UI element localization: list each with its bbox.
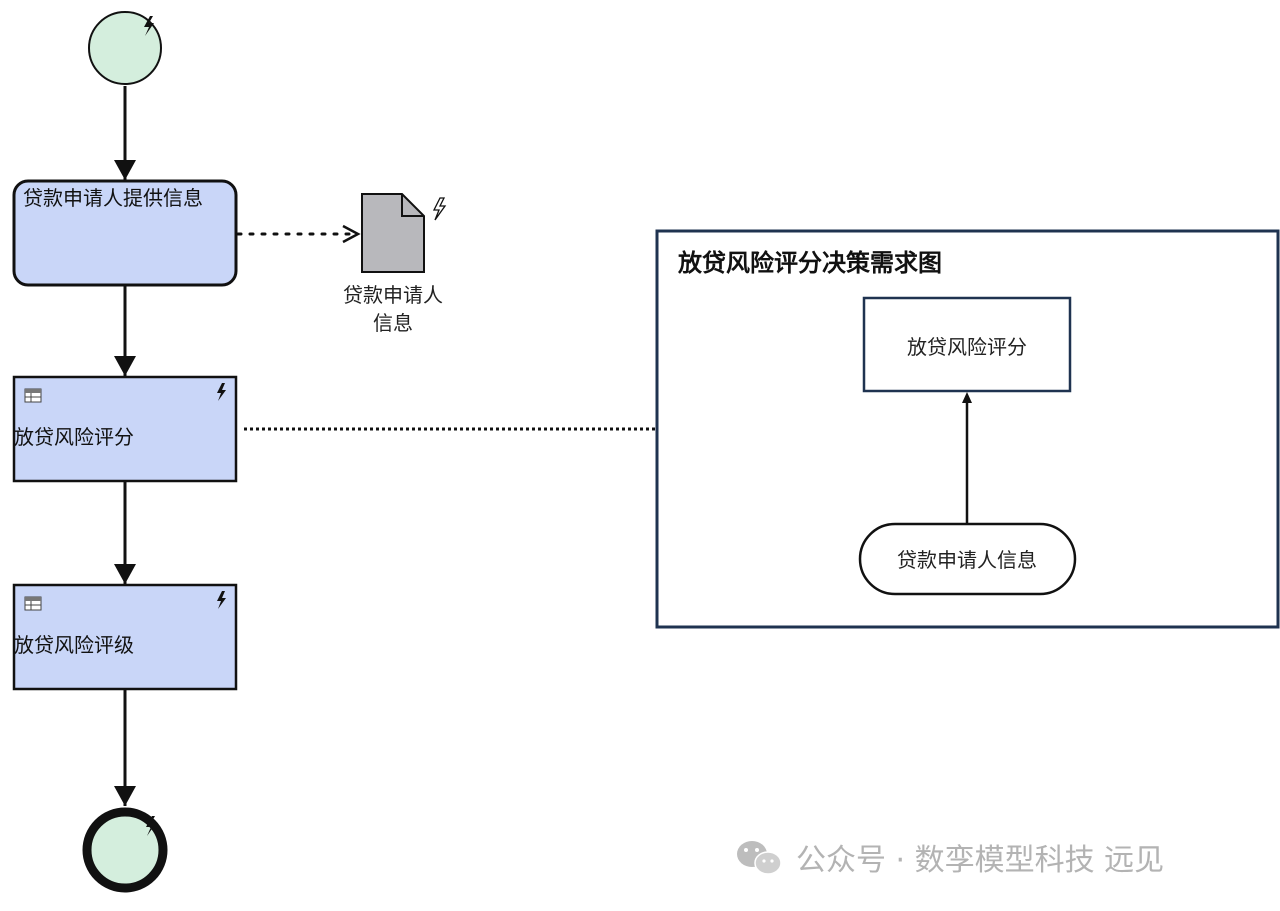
open-arrowhead — [342, 224, 361, 244]
arrowhead — [114, 160, 136, 180]
document-icon — [361, 193, 425, 273]
wechat-icon — [737, 841, 782, 875]
drd-decision-label: 放贷风险评分 — [907, 335, 1027, 359]
task-provide-info-label: 贷款申请人提供信息 — [23, 186, 203, 210]
arrowhead — [962, 392, 972, 403]
arrowhead — [114, 786, 136, 806]
lightning-icon — [144, 16, 154, 36]
data-object[interactable]: 贷款申请人 信息 — [343, 193, 447, 335]
task-risk-rating[interactable]: 放贷风险评级 — [12, 583, 238, 691]
watermark-text: 公众号 · 数孪模型科技 远见 — [796, 843, 1164, 878]
start-event[interactable] — [88, 11, 162, 85]
task-risk-rating-label: 放贷风险评级 — [14, 633, 134, 657]
lightning-icon — [432, 197, 447, 221]
drd-input-data[interactable]: 贷款申请人信息 — [858, 522, 1077, 596]
watermark: 公众号 · 数孪模型科技 远见 — [737, 841, 1164, 878]
drd-frame: 放贷风险评分决策需求图 放贷风险评分 贷款申请人信息 — [655, 229, 1280, 629]
arrowhead — [114, 356, 136, 376]
end-event[interactable] — [82, 807, 168, 893]
lightning-icon — [146, 816, 156, 836]
drd-decision[interactable]: 放贷风险评分 — [862, 296, 1072, 393]
data-object-label-line2: 信息 — [373, 311, 413, 335]
task-risk-score-label: 放贷风险评分 — [14, 425, 134, 449]
task-risk-score[interactable]: 放贷风险评分 — [12, 375, 238, 483]
decision-table-icon — [24, 388, 42, 403]
arrowhead — [114, 564, 136, 584]
lightning-icon — [217, 383, 226, 401]
decision-table-icon — [24, 596, 42, 611]
lightning-icon — [217, 591, 226, 609]
task-provide-info[interactable]: 贷款申请人提供信息 — [12, 179, 238, 287]
drd-title: 放贷风险评分决策需求图 — [677, 248, 942, 277]
data-object-label-line1: 贷款申请人 — [343, 283, 443, 307]
drd-input-data-label: 贷款申请人信息 — [897, 548, 1037, 572]
